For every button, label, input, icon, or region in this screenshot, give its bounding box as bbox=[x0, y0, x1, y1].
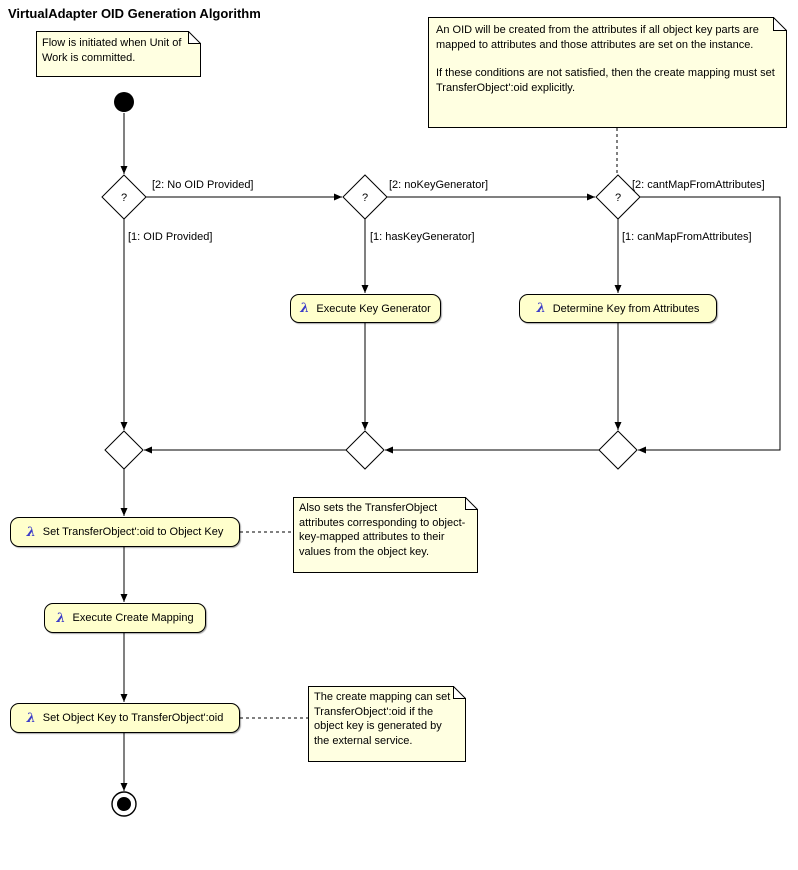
note-also-sets: Also sets the TransferObject attributes … bbox=[299, 502, 466, 558]
flow-edges bbox=[120, 113, 781, 791]
activity-label: Execute Key Generator bbox=[316, 302, 431, 315]
note-oid-creation: An OID will be created from the attribut… bbox=[436, 23, 778, 95]
note-oid-creation-paragraph1: An OID will be created from the attribut… bbox=[436, 24, 759, 51]
note-create-mapping: The create mapping can set TransferObjec… bbox=[314, 691, 451, 747]
guard-oid-provided: [1: OID Provided] bbox=[128, 231, 213, 243]
activity-set-oid-to-object-key: λ Set TransferObject':oid to Object Key bbox=[10, 517, 240, 547]
decision1-oid-provided bbox=[101, 174, 147, 220]
decision2-key-generator bbox=[342, 174, 388, 220]
decision3-map-from-attributes bbox=[595, 174, 641, 220]
note-oid-creation-paragraph2: If these conditions are not satisfied, t… bbox=[436, 67, 775, 94]
diamond-nodes bbox=[101, 174, 641, 470]
decision1-question-mark: ? bbox=[120, 192, 128, 204]
activity-label: Set TransferObject':oid to Object Key bbox=[42, 526, 224, 538]
guard-has-key-generator: [1: hasKeyGenerator] bbox=[370, 231, 475, 243]
activity-label: Execute Create Mapping bbox=[72, 612, 194, 624]
decision2-question-mark: ? bbox=[361, 192, 369, 204]
start-node bbox=[114, 92, 134, 112]
guard-no-oid-provided: [2: No OID Provided] bbox=[152, 179, 254, 191]
guard-can-map-from-attributes: [1: canMapFromAttributes] bbox=[622, 231, 752, 243]
activity-execute-key-generator: λ Execute Key Generator bbox=[290, 294, 441, 323]
decision3-question-mark: ? bbox=[614, 192, 622, 204]
activity-execute-create-mapping: λ Execute Create Mapping bbox=[44, 603, 206, 633]
activity-label: Determine Key from Attributes bbox=[552, 302, 700, 315]
merge2 bbox=[345, 430, 385, 470]
final-node bbox=[111, 791, 137, 817]
activity-set-object-key-to-oid: λ Set Object Key to TransferObject':oid bbox=[10, 703, 240, 733]
note-shapes bbox=[36, 17, 787, 762]
guard-cant-map-from-attributes: [2: cantMapFromAttributes] bbox=[632, 179, 765, 191]
lambda-icon: λ bbox=[56, 610, 66, 626]
lambda-icon: λ bbox=[536, 301, 546, 316]
lambda-icon: λ bbox=[26, 524, 36, 540]
guard-no-key-generator: [2: noKeyGenerator] bbox=[389, 179, 489, 191]
note-flow-initiated: Flow is initiated when Unit of Work is c… bbox=[42, 37, 182, 64]
edge-decision3-to-merge3 bbox=[638, 196, 781, 454]
merge3 bbox=[598, 430, 638, 470]
activity-label: Set Object Key to TransferObject':oid bbox=[42, 712, 224, 724]
merge1 bbox=[104, 430, 144, 470]
lambda-icon: λ bbox=[26, 710, 36, 726]
dashed-connectors bbox=[240, 128, 618, 719]
diagram-title: VirtualAdapter OID Generation Algorithm bbox=[8, 6, 261, 21]
lambda-icon: λ bbox=[300, 301, 310, 316]
activity-determine-key-from-attributes: λ Determine Key from Attributes bbox=[519, 294, 717, 323]
